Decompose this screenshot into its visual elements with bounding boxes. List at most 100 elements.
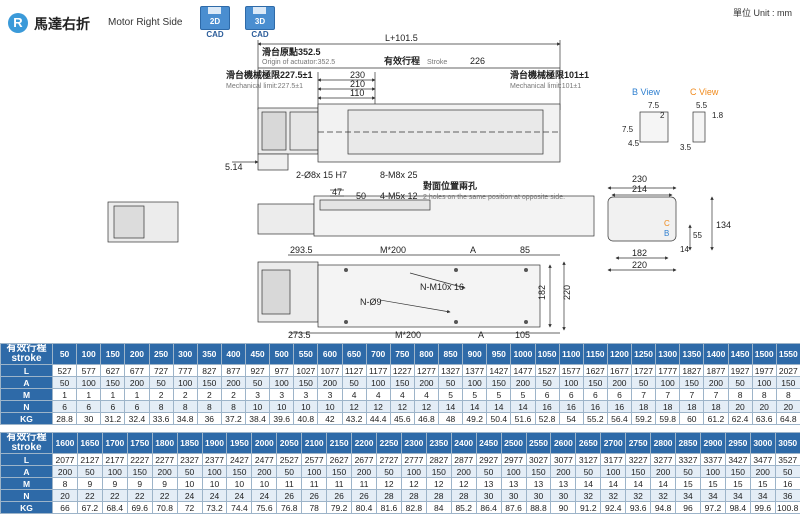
- table-cell: 7: [630, 388, 657, 401]
- table-cell: 10: [293, 400, 319, 413]
- table-cell: 200: [251, 465, 278, 478]
- table-cell: 8: [196, 400, 222, 413]
- table-cell: 24: [251, 489, 278, 502]
- table-cell: 2777: [400, 453, 427, 466]
- table-cell: 28: [400, 489, 427, 502]
- table-cell: 60: [679, 412, 705, 425]
- stroke-value: 850: [437, 343, 464, 365]
- plan-dim-a-top: A: [470, 245, 476, 255]
- table-cell: 26: [351, 489, 377, 502]
- stroke-value: 1350: [679, 343, 705, 365]
- table-cell: 877: [220, 364, 247, 377]
- table-cell: 2: [220, 388, 247, 401]
- dim-5-14: 5.14: [225, 162, 243, 172]
- table-cell: 45.6: [389, 412, 415, 425]
- table-cell: 31.2: [100, 412, 126, 425]
- stroke-value: 950: [486, 343, 512, 365]
- b-view-dim-2: 2: [660, 111, 665, 120]
- page-title-en: Motor Right Side: [108, 17, 183, 28]
- stroke-value: 2050: [276, 432, 303, 454]
- table-cell: 150: [126, 465, 153, 478]
- table-cell: 627: [100, 364, 126, 377]
- table-cell: 200: [650, 465, 677, 478]
- stroke-value: 350: [196, 343, 222, 365]
- table-cell: 100: [301, 465, 328, 478]
- cad-3d-button[interactable]: 3D CAD: [245, 6, 275, 39]
- opposite-holes-cn: 對面位置兩孔: [423, 180, 477, 191]
- table-cell: 16: [606, 400, 633, 413]
- table-cell: 11: [301, 477, 328, 490]
- table-cell: 150: [196, 376, 222, 389]
- table-cell: 2427: [226, 453, 253, 466]
- table-cell: 16: [558, 400, 584, 413]
- table-cell: 200: [510, 376, 536, 389]
- table-cell: 50.4: [486, 412, 512, 425]
- table-cell: 24: [176, 489, 203, 502]
- table-cell: 79.2: [326, 501, 353, 514]
- table-cell: 100: [172, 376, 198, 389]
- table-cell: 2877: [450, 453, 477, 466]
- table-cell: 34.8: [172, 412, 198, 425]
- table-cell: 15: [749, 477, 776, 490]
- stroke-value: 1600: [52, 432, 78, 454]
- stroke-value: 1500: [751, 343, 777, 365]
- stroke-value: 2700: [600, 432, 627, 454]
- cad-2d-button[interactable]: 2D CAD: [200, 6, 230, 39]
- stroke-value: 500: [269, 343, 295, 365]
- table-cell: 82.8: [400, 501, 427, 514]
- row-label: M: [0, 477, 53, 490]
- table-cell: 14: [510, 400, 536, 413]
- table-cell: 3327: [675, 453, 701, 466]
- stroke-value: 2550: [525, 432, 552, 454]
- table-cell: 80.4: [351, 501, 377, 514]
- table-cell: 1427: [486, 364, 512, 377]
- table-cell: 62.4: [727, 412, 753, 425]
- stroke-value: 1650: [76, 432, 103, 454]
- table-cell: 200: [124, 376, 150, 389]
- table-cell: 777: [172, 364, 198, 377]
- table-cell: 100: [269, 376, 295, 389]
- stroke-header-cn: 有效行程: [6, 432, 47, 443]
- table-cell: 97.2: [699, 501, 726, 514]
- table-cell: 6: [76, 400, 102, 413]
- table-cell: 14: [625, 477, 652, 490]
- table-cell: 200: [749, 465, 776, 478]
- table-cell: 8: [775, 388, 800, 401]
- table-cell: 677: [124, 364, 150, 377]
- table-cell: 2327: [176, 453, 203, 466]
- stroke-label-cn: 有效行程: [384, 55, 420, 66]
- table-cell: 6: [51, 400, 78, 413]
- table-cell: 50: [244, 376, 271, 389]
- table-cell: 150: [226, 465, 253, 478]
- end-dim-220: 220: [632, 260, 647, 270]
- stroke-value: 3000: [749, 432, 776, 454]
- table-cell: 12: [389, 400, 415, 413]
- table-cell: 14: [486, 400, 512, 413]
- table-cell: 22: [101, 489, 128, 502]
- mech-limit-left-en: Mechanical limit:227.5±1: [226, 83, 303, 90]
- stroke-header-en: stroke: [11, 353, 42, 364]
- mech-limit-left-cn: 滑台機械極限227.5±1: [226, 69, 312, 80]
- table-cell: 26: [276, 489, 303, 502]
- table-cell: 50: [475, 465, 502, 478]
- table-cell: 1327: [437, 364, 464, 377]
- table-cell: 24: [226, 489, 253, 502]
- table-cell: 3477: [749, 453, 776, 466]
- table-cell: 2377: [201, 453, 228, 466]
- table-cell: 46.8: [413, 412, 440, 425]
- table-cell: 63.6: [751, 412, 777, 425]
- table-cell: 61.2: [703, 412, 729, 425]
- table-cell: 3177: [600, 453, 627, 466]
- table-cell: 13: [475, 477, 502, 490]
- table-cell: 2927: [475, 453, 502, 466]
- row-label: A: [0, 376, 53, 389]
- table-cell: 2227: [126, 453, 153, 466]
- table-cell: 22: [76, 489, 103, 502]
- table-cell: 15: [699, 477, 726, 490]
- table-cell: 34: [749, 489, 776, 502]
